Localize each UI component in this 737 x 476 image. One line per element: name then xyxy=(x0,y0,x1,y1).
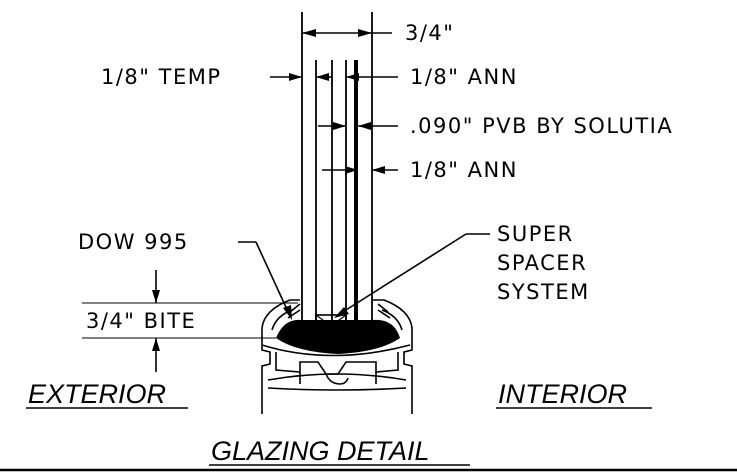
overall-thickness-label: 3/4" xyxy=(405,21,454,45)
inner-lite-2-label: 1/8" ANN xyxy=(410,158,518,182)
exterior-label: EXTERIOR xyxy=(28,379,166,409)
spacer-label-line-1: SUPER xyxy=(497,222,574,246)
pvb-dimension xyxy=(318,122,398,130)
sealant-leader xyxy=(238,241,292,320)
glass-lites xyxy=(301,12,373,335)
lite-thickness-dimension xyxy=(270,73,398,81)
spacer-label-line-2: SPACER xyxy=(497,251,587,275)
inner-lite-2-dimension xyxy=(322,166,398,174)
frame-outline xyxy=(261,299,413,414)
interior-label: INTERIOR xyxy=(498,379,627,409)
bite-label: 3/4" BITE xyxy=(86,309,196,333)
spacer-label-line-3: SYSTEM xyxy=(497,280,590,304)
drawing-title: GLAZING DETAIL xyxy=(211,436,430,466)
outer-lite-label: 1/8" TEMP xyxy=(101,65,222,89)
sealant-label: DOW 995 xyxy=(78,230,189,254)
overall-thickness-dimension xyxy=(302,29,392,37)
bite-dimension xyxy=(82,270,298,372)
frame-section xyxy=(261,299,413,414)
inner-lite-1-label: 1/8" ANN xyxy=(410,65,518,89)
interlayer-label: .090" PVB BY SOLUTIA xyxy=(410,114,673,138)
sealant-bead xyxy=(276,319,400,354)
